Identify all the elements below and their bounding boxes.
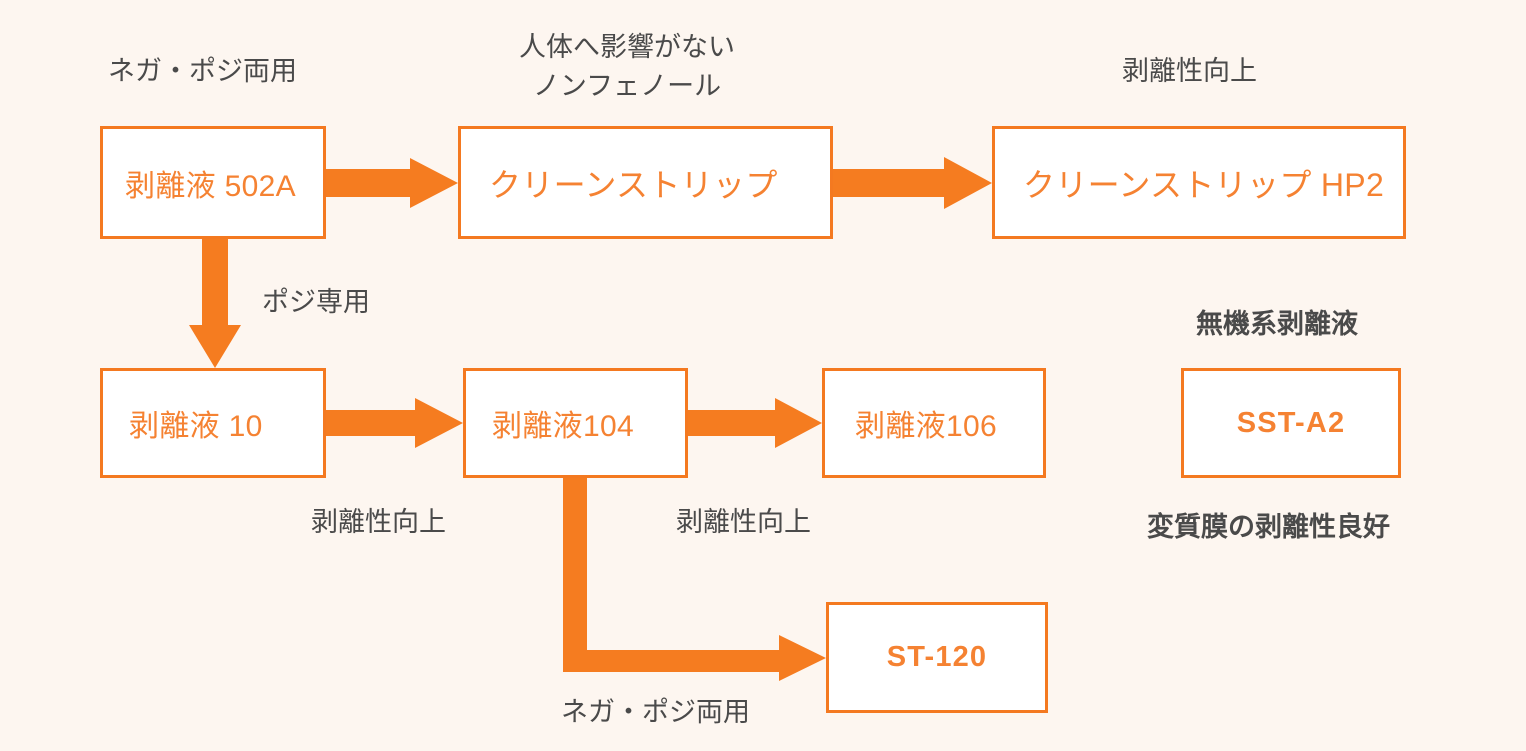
node-cleanstrip[interactable]: クリーンストリップ	[458, 126, 833, 239]
node-st-120[interactable]: ST-120	[826, 602, 1048, 713]
caption-posi-only: ポジ専用	[262, 287, 370, 317]
arrow-104-to-106	[688, 398, 822, 448]
node-sst-a2[interactable]: SST-A2	[1181, 368, 1401, 478]
node-cleanstrip-label: クリーンストリップ	[489, 166, 778, 203]
caption-nonphenol: 人体へ影響がない ノンフェノール	[519, 32, 735, 102]
caption-peelability-106: 剥離性向上	[676, 507, 811, 537]
node-10-label: 剥離液 10	[129, 410, 263, 443]
arrow-10-to-104	[326, 398, 463, 448]
node-10[interactable]: 剥離液 10	[100, 368, 326, 478]
caption-negaposi-502a: ネガ・ポジ両用	[108, 56, 297, 86]
caption-inorganic-stripper: 無機系剥離液	[1196, 309, 1358, 339]
node-cleanstrip-hp2[interactable]: クリーンストリップ HP2	[992, 126, 1406, 239]
node-st-120-label: ST-120	[886, 641, 988, 673]
caption-peelability-104: 剥離性向上	[311, 507, 446, 537]
arrow-502a-to-10	[189, 239, 241, 368]
node-cleanstrip-hp2-label: クリーンストリップ HP2	[1023, 166, 1385, 203]
node-502a-label: 剥離液 502A	[125, 169, 296, 203]
node-502a[interactable]: 剥離液 502A	[100, 126, 326, 239]
node-104[interactable]: 剥離液104	[463, 368, 688, 478]
caption-negaposi-st120: ネガ・ポジ両用	[561, 697, 750, 727]
arrow-502a-to-cleanstrip	[326, 158, 458, 208]
node-104-label: 剥離液104	[492, 410, 634, 443]
node-sst-a2-label: SST-A2	[1236, 406, 1346, 439]
node-106[interactable]: 剥離液106	[822, 368, 1046, 478]
arrow-cleanstrip-to-hp2	[833, 157, 992, 209]
node-106-label: 剥離液106	[855, 410, 997, 443]
caption-peelability-hp2: 剥離性向上	[1122, 56, 1257, 86]
caption-altered-film-good: 変質膜の剥離性良好	[1147, 512, 1390, 542]
